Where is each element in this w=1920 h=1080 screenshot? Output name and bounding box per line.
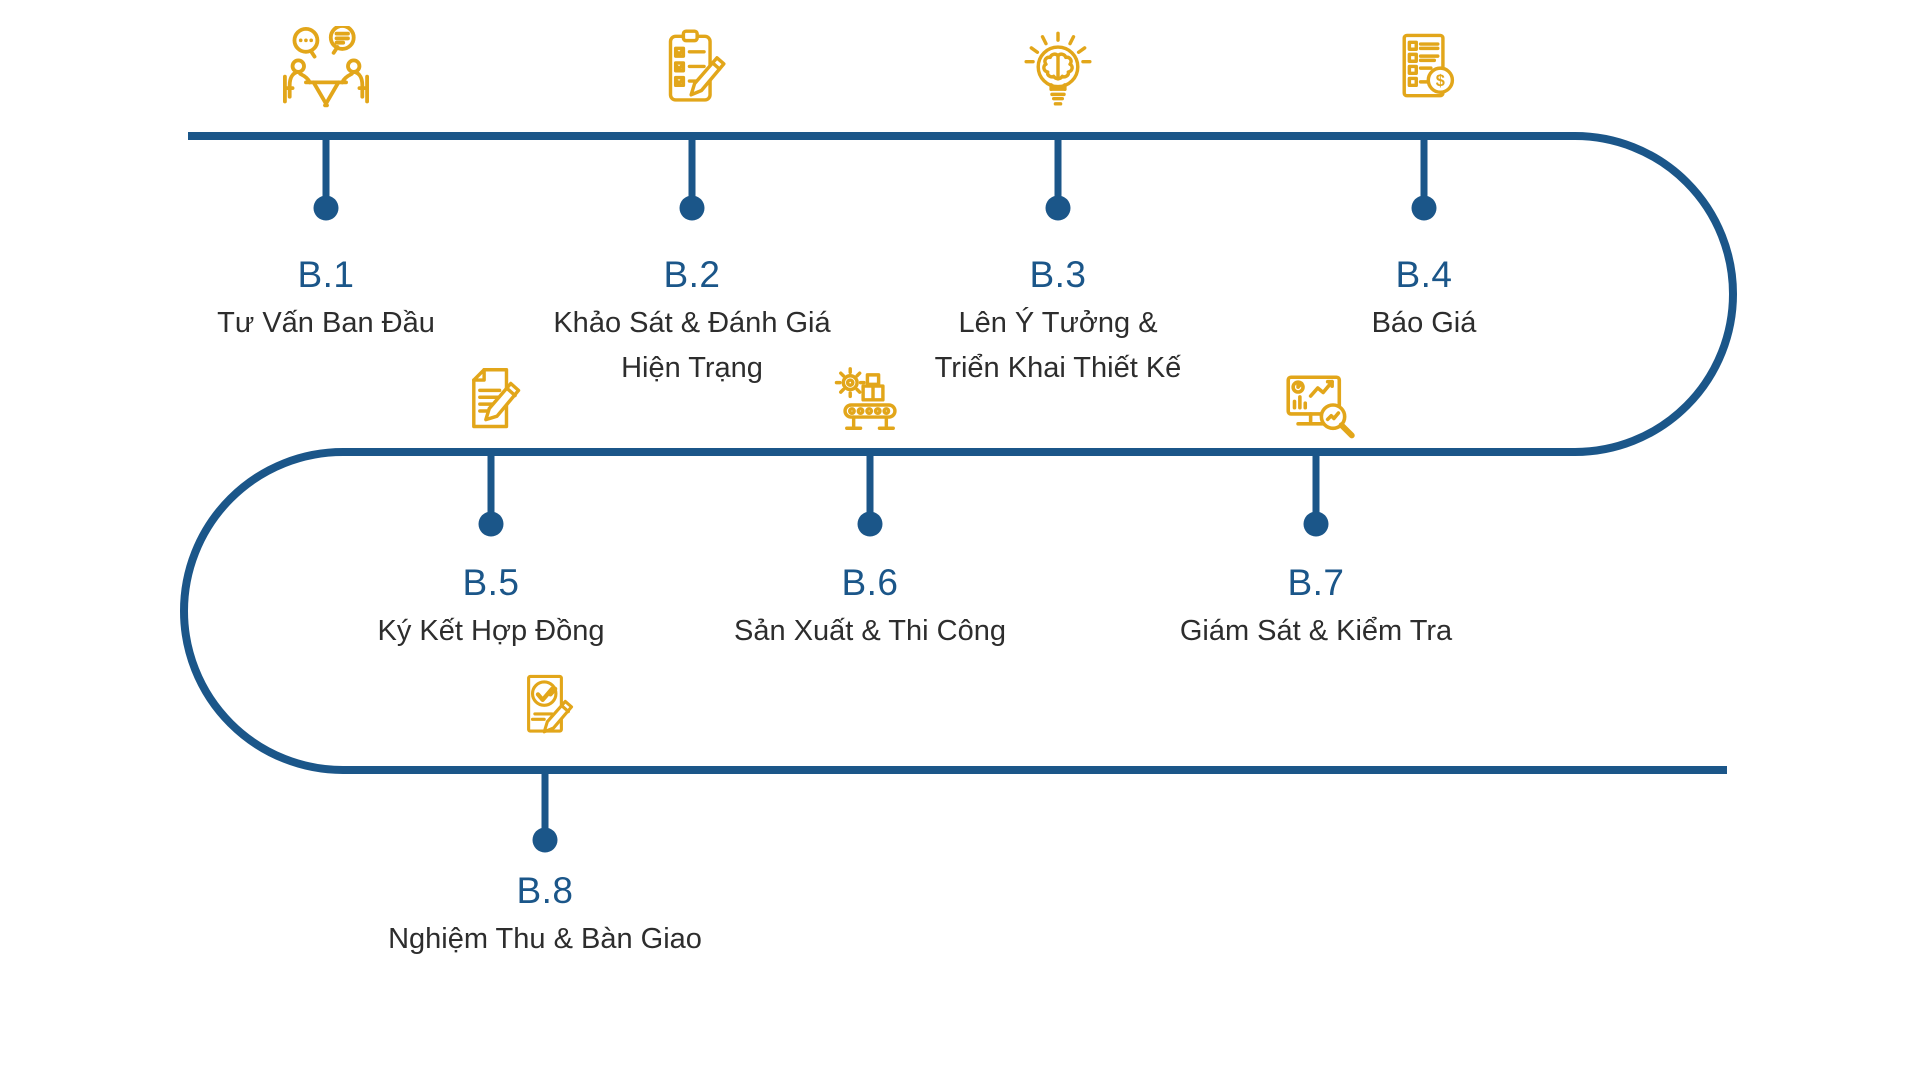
step-b8: B.8 Nghiệm Thu & Bàn Giao [315,869,775,962]
step-connector-b7 [1303,452,1329,537]
step-id: B.7 [1287,562,1345,603]
step-id: B.4 [1395,254,1453,295]
step-dot [1045,195,1071,221]
step-dot [1303,511,1329,537]
step-title: Báo Giá [1371,307,1477,339]
step-b4: B.4 Báo Giá [1194,253,1654,346]
step-id: B.5 [462,562,520,603]
step-title: Tư Vấn Ban Đầu [217,307,435,339]
quotation-icon: $ [1381,26,1467,112]
step-b2: B.2 Khảo Sát & Đánh Giá Hiện Trạng [462,253,922,391]
step-connector-b4 [1411,136,1437,221]
step-b6: B.6 Sản Xuất & Thi Công [640,561,1100,654]
step-title: Sản Xuất & Thi Công [734,615,1006,647]
acceptance-handover-icon [506,671,584,749]
survey-checklist-icon [649,26,735,112]
step-title: Giám Sát & Kiểm Tra [1179,615,1453,647]
step-title: Lên Ý Tưởng & Triển Khai Thiết Kế [934,307,1182,384]
step-connector-b1 [313,136,339,221]
step-dot [679,195,705,221]
step-connector-b3 [1045,136,1071,221]
step-id: B.8 [516,870,574,911]
production-icon [827,362,913,448]
step-id: B.1 [297,254,355,295]
step-b3: B.3 Lên Ý Tưởng & Triển Khai Thiết Kế [828,253,1288,391]
step-dot [857,511,883,537]
step-id: B.3 [1029,254,1087,295]
step-title: Khảo Sát & Đánh Giá Hiện Trạng [553,307,831,384]
step-title: Nghiệm Thu & Bàn Giao [388,923,702,955]
contract-signing-icon [448,362,534,448]
step-b7: B.7 Giám Sát & Kiểm Tra [1086,561,1546,654]
step-dot [313,195,339,221]
supervision-icon [1271,362,1361,448]
timeline-path [180,132,1737,774]
step-connector-b2 [679,136,705,221]
dollar-glyph: $ [1436,72,1445,90]
consultation-icon [278,26,374,112]
step-id: B.2 [663,254,721,295]
step-title: Ký Kết Hợp Đồng [377,615,605,647]
step-b1: B.1 Tư Vấn Ban Đầu [96,253,556,346]
step-connector-b8 [532,770,558,853]
step-dot [1411,195,1437,221]
step-b5: B.5 Ký Kết Hợp Đồng [261,561,721,654]
step-connector-b6 [857,452,883,537]
step-dot [532,827,558,853]
step-id: B.6 [841,562,899,603]
step-dot [478,511,504,537]
idea-design-icon [1015,26,1101,118]
step-connector-b5 [478,452,504,537]
